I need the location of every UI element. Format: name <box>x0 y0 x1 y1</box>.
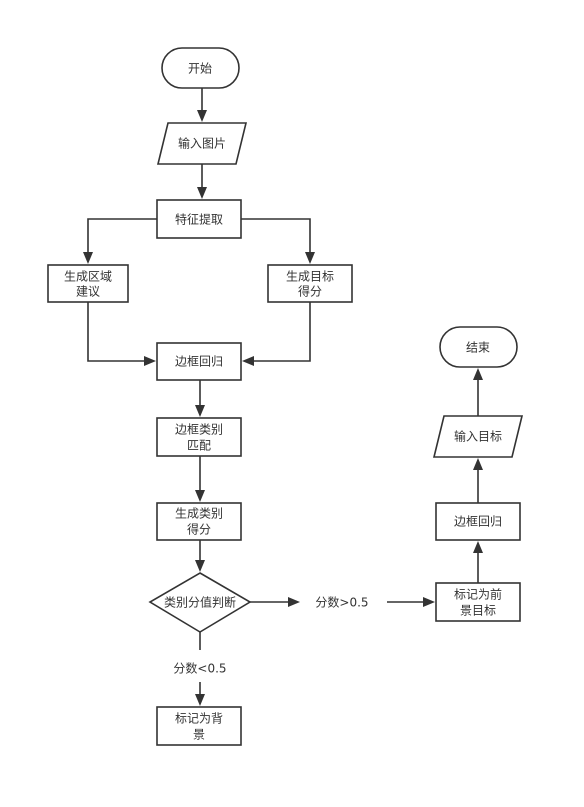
node-mark-foreground-line2: 景目标 <box>460 604 496 618</box>
edge-bbox-regress-2-to-input-target <box>473 458 483 503</box>
node-bbox-regress-label: 边框回归 <box>175 355 223 369</box>
node-bbox-class-match[interactable]: 边框类别 匹配 <box>156 417 242 457</box>
edge-bbox-regress-to-bbox-class-match <box>195 380 205 417</box>
edge-class-decision-to-score-gt-label <box>250 597 300 607</box>
node-mark-background-line1: 标记为背 <box>175 712 223 726</box>
edge-input-image-to-feature-extract <box>197 164 207 199</box>
edge-input-target-to-end <box>473 368 483 416</box>
node-class-score-line1: 生成类别 <box>175 507 223 521</box>
node-mark-foreground[interactable]: 标记为前 景目标 <box>435 582 521 622</box>
edge-start-to-input-image <box>197 88 207 122</box>
node-start[interactable]: 开始 <box>161 47 240 89</box>
node-end-label: 结束 <box>466 341 490 355</box>
node-input-image[interactable]: 输入图片 <box>156 122 248 165</box>
node-target-score-line2: 得分 <box>298 284 322 299</box>
node-class-decision[interactable]: 类别分值判断 <box>148 572 252 633</box>
edge-score-lt-label-to-mark-background <box>195 682 205 706</box>
edge-bbox-class-match-to-class-score <box>195 456 205 502</box>
node-mark-foreground-line1: 标记为前 <box>454 587 502 602</box>
node-region-proposal-line1: 生成区域 <box>64 270 112 284</box>
node-mark-background-line2: 景 <box>193 728 205 742</box>
node-feature-extract-label: 特征提取 <box>175 212 223 227</box>
node-class-score[interactable]: 生成类别 得分 <box>156 502 242 541</box>
node-bbox-regress[interactable]: 边框回归 <box>156 342 242 381</box>
node-input-image-label: 输入图片 <box>178 136 226 151</box>
node-target-score-line1: 生成目标 <box>286 270 334 284</box>
node-start-label: 开始 <box>188 62 212 76</box>
edge-mark-foreground-to-bbox-regress-2 <box>473 541 483 583</box>
edge-region-proposal-to-bbox-regress <box>87 302 156 366</box>
node-target-score[interactable]: 生成目标 得分 <box>267 264 353 303</box>
edge-label-score-gt: 分数>0.5 <box>315 595 368 610</box>
node-bbox-class-match-line2: 匹配 <box>187 439 211 453</box>
node-bbox-class-match-line1: 边框类别 <box>175 423 223 437</box>
edge-feature-extract-to-region-proposal <box>83 218 157 264</box>
node-bbox-regress-2-label: 边框回归 <box>454 515 502 529</box>
node-feature-extract[interactable]: 特征提取 <box>156 199 242 239</box>
node-class-score-line2: 得分 <box>187 522 211 537</box>
edge-class-score-to-class-decision <box>195 540 205 572</box>
edge-label-score-lt: 分数<0.5 <box>173 661 226 676</box>
node-input-target[interactable]: 输入目标 <box>432 415 524 458</box>
node-region-proposal-line2: 建议 <box>76 285 100 299</box>
node-end[interactable]: 结束 <box>439 326 518 368</box>
node-region-proposal[interactable]: 生成区域 建议 <box>47 264 129 303</box>
node-class-decision-label: 类别分值判断 <box>164 595 236 610</box>
edge-feature-extract-to-target-score <box>241 218 315 264</box>
node-mark-background[interactable]: 标记为背 景 <box>156 706 242 746</box>
edge-target-score-to-bbox-regress <box>242 302 311 366</box>
node-input-target-label: 输入目标 <box>454 429 502 444</box>
node-bbox-regress-2[interactable]: 边框回归 <box>435 502 521 541</box>
edge-score-gt-label-to-mark-foreground <box>387 597 435 607</box>
